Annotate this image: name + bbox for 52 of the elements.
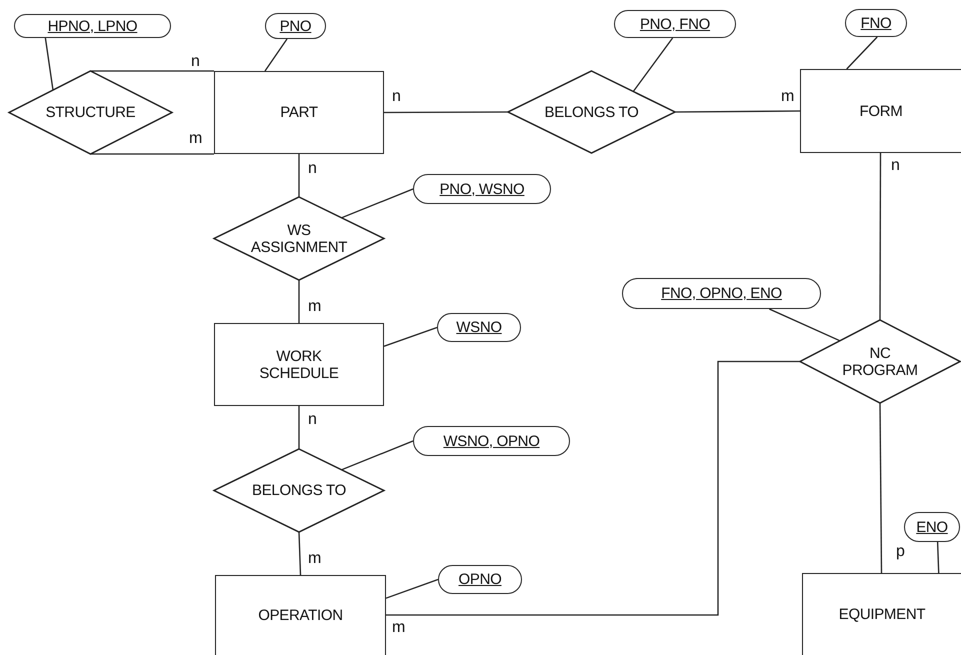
connector-line [632,38,674,92]
entity-name: PART [280,104,318,121]
cardinality-label: p [895,544,906,560]
relationship-name: NC PROGRAM [841,344,919,378]
relationship-name: WS ASSIGNMENT [250,222,348,256]
entity-name: WORK SCHEDULE [258,348,340,382]
connector-line [298,154,300,197]
relationship-diamond [214,197,384,280]
entity-name: FORM [860,102,902,120]
relationship-diamond [508,71,675,153]
entity-box [215,575,386,655]
attribute-name: HPNO, LPNO [48,18,138,34]
entity-box [214,323,384,406]
entity-name: EQUIPMENT [838,606,926,623]
relationship-diamond [9,71,172,154]
connector-line [90,70,214,72]
connector-line [879,403,882,573]
connector-line [298,532,302,576]
entity-box [214,71,384,154]
connector-line [384,326,438,347]
relationship-name: BELONGS TO [252,482,346,499]
connector-line [44,38,54,90]
connector-line [386,360,800,616]
connector-line [384,111,508,114]
attribute-name: ENO [916,518,948,536]
attribute-name: PNO, FNO [640,16,710,32]
connector-line [769,308,840,342]
connector-line [386,578,438,599]
attribute-name: WSNO, OPNO [443,432,540,450]
entity-box [800,69,961,153]
connector-line [879,153,882,320]
attribute-name: FNO, OPNO, ENO [661,285,782,302]
relationship-name: BELONGS TO [544,104,638,120]
relationship-name: STRUCTURE [46,104,136,121]
connector-line [298,280,300,323]
connector-line [675,110,800,113]
connector-line [341,188,414,218]
attribute-name: OPNO [458,571,502,588]
entity-name: OPERATION [258,607,343,624]
connector-line [936,542,940,574]
connector-line [341,440,414,470]
relationship-diamond [214,449,384,532]
connector-line [264,38,288,72]
entity-box [802,573,961,655]
connector-line [90,153,214,155]
attribute-name: FNO [860,14,892,32]
relationship-diamond [800,320,960,403]
connector-line [298,406,300,449]
connector-line [846,36,878,70]
attribute-name: PNO, WSNO [440,180,524,198]
attribute-name: PNO [280,18,312,34]
attribute-name: WSNO [456,319,502,336]
